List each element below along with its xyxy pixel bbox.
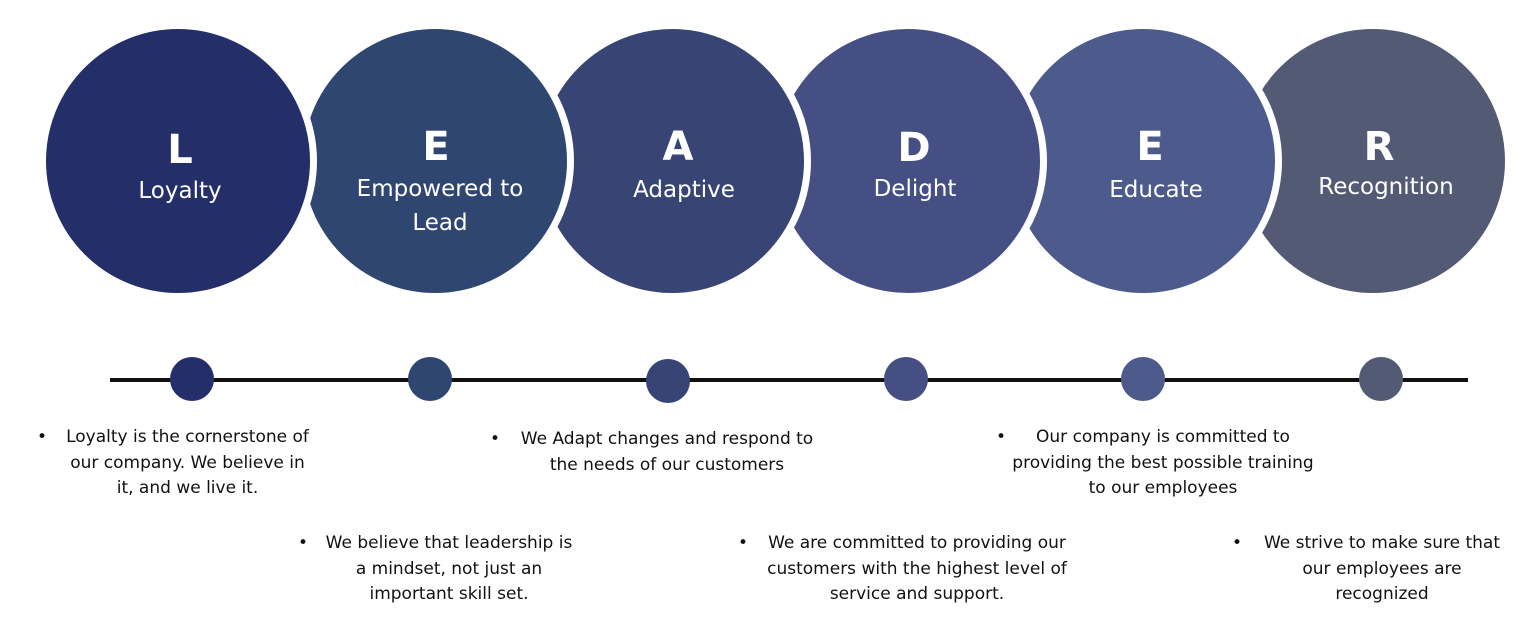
circle-adaptive [533, 22, 811, 300]
circle-loyalty [39, 22, 317, 300]
description-recognition: We strive to make sure that our employee… [1263, 533, 1501, 604]
letter-r: R [1363, 124, 1395, 170]
timeline-dot-adaptive [646, 359, 690, 403]
bullet-delight: • [738, 533, 749, 553]
letter-e-empowered: E [422, 124, 450, 170]
bullet-empowered: • [298, 533, 309, 553]
letter-d: D [897, 125, 931, 171]
bullet-adaptive: • [490, 429, 501, 449]
description-loyalty: Loyalty is the cornerstone of our compan… [66, 427, 309, 498]
timeline-dot-educate [1121, 357, 1165, 401]
bullet-educate: • [996, 427, 1007, 447]
timeline-dot-delight [884, 357, 928, 401]
bullet-loyalty: • [37, 427, 48, 447]
word-recognition: Recognition [1318, 174, 1454, 200]
description-delight: We are committed to providing our custom… [767, 533, 1067, 604]
word-adaptive: Adaptive [633, 177, 735, 203]
letter-e-educate: E [1136, 124, 1164, 170]
description-adaptive: We Adapt changes and respond to the need… [520, 429, 814, 475]
description-educate: Our company is committed to providing th… [1012, 427, 1314, 498]
timeline-dot-recognition [1359, 357, 1403, 401]
letter-l: L [167, 127, 193, 173]
description-empowered: We believe that leadership is a mindset,… [325, 533, 573, 604]
timeline-line [110, 378, 1468, 382]
word-loyalty: Loyalty [138, 178, 222, 204]
timeline-dot-loyalty [170, 357, 214, 401]
word-educate: Educate [1109, 177, 1203, 203]
letter-a: A [662, 124, 694, 170]
word-delight: Delight [873, 176, 957, 202]
word-empowered-to-lead: Empowered to Lead [356, 176, 524, 236]
bullet-recognition: • [1232, 533, 1243, 553]
timeline-dot-empowered [408, 357, 452, 401]
